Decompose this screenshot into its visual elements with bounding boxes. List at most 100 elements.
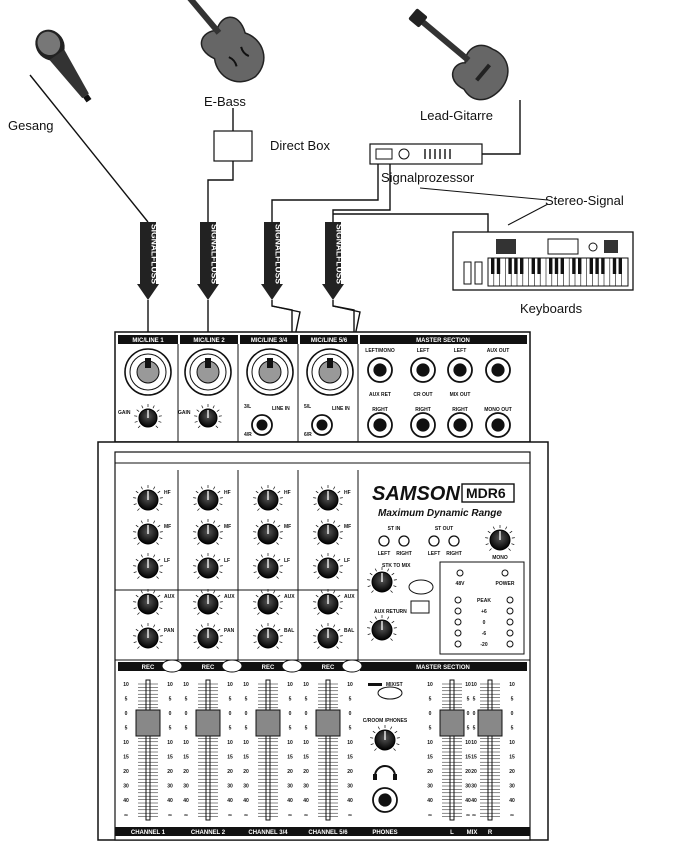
knob-tick [276, 508, 279, 511]
knob-tick [213, 486, 216, 490]
knob-tick [156, 542, 159, 545]
black-key [531, 258, 535, 274]
fader-scale-label: 5 [429, 726, 432, 732]
arrow-shaft [325, 222, 341, 284]
fader-scale-label: 40 [123, 798, 129, 804]
signal-flow-arrow: SIGNALFLUSS [322, 222, 345, 300]
fader-scale-label: 10 [303, 682, 309, 688]
fader-scale-label: ∞ [428, 813, 432, 819]
eq-label: LF [284, 558, 290, 564]
fader-scale-label: 10 [167, 740, 173, 746]
master-jack-label: MONO OUT [484, 407, 512, 413]
eq-label: MF [224, 524, 231, 530]
knob-tick [217, 524, 221, 528]
fader-scale-label: 10 [183, 740, 189, 746]
knob-tick [339, 571, 343, 573]
knob-tick [196, 409, 200, 412]
bottom-label: R [488, 830, 493, 836]
knob-tick [257, 576, 260, 579]
fader-scale-label: 10 [227, 682, 233, 688]
knob-tick [159, 571, 163, 573]
fader-scale-label: 15 [183, 755, 189, 761]
fader-scale-label: ∞ [228, 813, 232, 819]
fader-scale-label: 30 [471, 784, 477, 790]
knob-tick [255, 628, 259, 632]
master-section-label: MASTER SECTION [416, 665, 470, 671]
rca-jack [448, 535, 460, 547]
st-in-label: ST IN [388, 526, 401, 532]
electric-guitar-icon [408, 8, 509, 101]
signal-flow-label: SIGNALFLUSS [335, 224, 345, 284]
knob-tick [393, 633, 397, 635]
knob-tick [257, 542, 260, 545]
rca-jack [428, 535, 440, 547]
knob-tick [315, 628, 319, 632]
fader-scale-label: 10 [471, 740, 477, 746]
knob-tick [219, 641, 223, 643]
brand-logo: SAMSON [372, 483, 460, 505]
fader-scale-label: 5 [511, 697, 514, 703]
jack-hole [316, 419, 328, 431]
knob-tick [217, 628, 221, 632]
master-jack-label: CR OUT [413, 392, 432, 398]
knob-tick [260, 624, 263, 628]
pan-label: PAN [224, 628, 235, 634]
knob-tick [337, 490, 341, 494]
meter-led-right [506, 607, 514, 615]
arrow-head [322, 284, 344, 300]
knob-tick [153, 624, 156, 628]
knob-tick [135, 558, 139, 562]
fader-scale-label: 30 [167, 784, 173, 790]
master-header [360, 335, 527, 344]
fader-scale-label: 15 [465, 755, 471, 761]
knob-tick [492, 526, 495, 530]
knob-tick [255, 524, 259, 528]
signal-processor-icon [369, 143, 483, 165]
knob-tick [277, 524, 281, 528]
jack-hole [378, 793, 392, 807]
fader-cap [439, 709, 465, 737]
knob-tick [339, 607, 343, 609]
fader-scale-label: 0 [305, 711, 308, 717]
fader-scale-label: 15 [243, 755, 249, 761]
knob-tick [367, 633, 371, 635]
fader-scale-label: ∞ [304, 813, 308, 819]
fader-scale-label: 5 [169, 697, 172, 703]
fader-scale-label: ∞ [288, 813, 292, 819]
knob-tick [158, 421, 162, 423]
fader-scale-label: 30 [465, 784, 471, 790]
knob-tick [273, 554, 276, 558]
meter-led-left [454, 629, 462, 637]
knob-tick [157, 558, 161, 562]
mix-st-indicator [368, 683, 382, 686]
fader-scale-label: 0 [125, 711, 128, 717]
knob-tick [156, 612, 159, 615]
channel-header-label: MIC/LINE 5/6 [311, 338, 348, 344]
knob-tick [195, 490, 199, 494]
knob-tick [508, 548, 511, 551]
fader-scale-label: 10 [303, 740, 309, 746]
microphone-icon [35, 29, 92, 103]
arrow-shaft [140, 222, 156, 284]
eq-label: HF [284, 490, 291, 496]
knob-tick [315, 524, 319, 528]
fader-cap [255, 709, 281, 737]
fader-scale-label: 5 [229, 726, 232, 732]
fader-scale-label: 10 [347, 740, 353, 746]
knob-tick [213, 520, 216, 524]
fader-scale-label: 5 [289, 726, 292, 732]
jack-hole [491, 363, 505, 377]
knob-tick [218, 421, 222, 423]
fader-scale-label: 5 [125, 697, 128, 703]
arrow-head [137, 284, 159, 300]
fader-scale-label: 0 [289, 711, 292, 717]
aux-label: AUX [344, 594, 355, 600]
lead-guitar-label: Lead-Gitarre [420, 108, 493, 123]
channel-header [118, 335, 178, 344]
fader-scale-label: ∞ [348, 813, 352, 819]
fader-scale-label: 10 [287, 740, 293, 746]
black-key [491, 258, 495, 274]
knob-tick [200, 624, 203, 628]
knob-tick [369, 572, 373, 576]
knob-tick [217, 490, 221, 494]
